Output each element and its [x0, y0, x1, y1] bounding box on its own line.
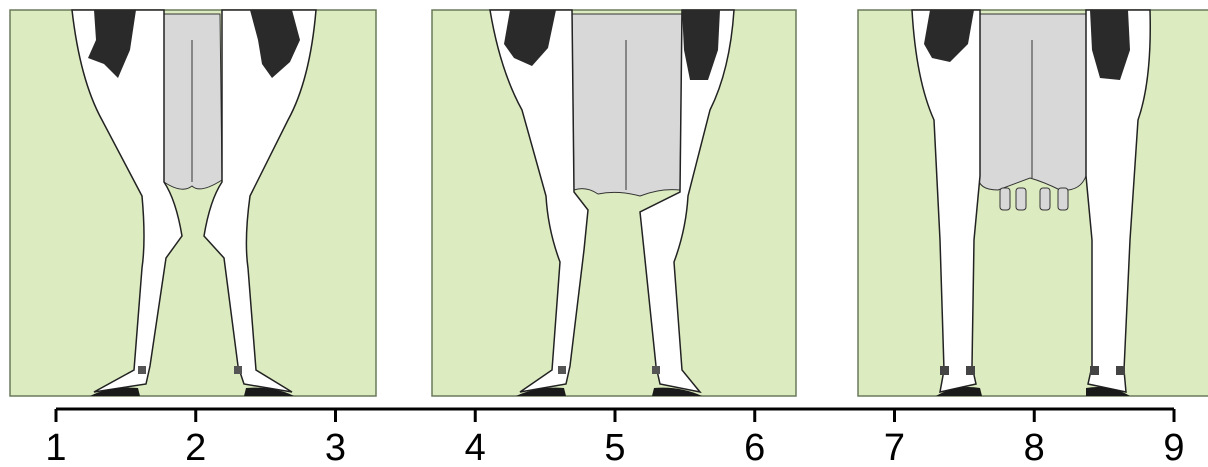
scale-tick-label: 3	[325, 427, 346, 467]
scale-tick-label: 9	[1163, 427, 1184, 467]
left-dewclaw	[966, 366, 975, 375]
left-dewclaw	[558, 366, 566, 374]
scale-tick-label: 4	[465, 427, 486, 467]
scale-tick-label: 2	[185, 427, 206, 467]
scale-tick-label: 6	[744, 427, 765, 467]
right-dewclaw	[652, 366, 660, 374]
scale-tick-label: 8	[1024, 427, 1045, 467]
score-scale: 1 2 3 4 5 6 7 8 9	[45, 409, 1184, 467]
panel-hocked-in	[10, 10, 376, 396]
scale-tick-label: 5	[604, 427, 625, 467]
left-dewclaw	[940, 366, 949, 375]
teat	[1058, 188, 1068, 210]
teat	[1016, 188, 1026, 210]
teat	[1000, 188, 1010, 210]
panel-intermediate	[432, 10, 796, 396]
udder	[164, 14, 222, 189]
right-dewclaw	[1116, 366, 1125, 375]
scale-tick-label: 1	[45, 427, 66, 467]
right-dewclaw	[1090, 366, 1099, 375]
right-dewclaw	[234, 366, 242, 374]
panel-parallel	[858, 10, 1208, 396]
scale-tick-label: 7	[884, 427, 905, 467]
left-dewclaw	[138, 366, 146, 374]
teat	[1040, 188, 1050, 210]
udder	[572, 14, 682, 196]
